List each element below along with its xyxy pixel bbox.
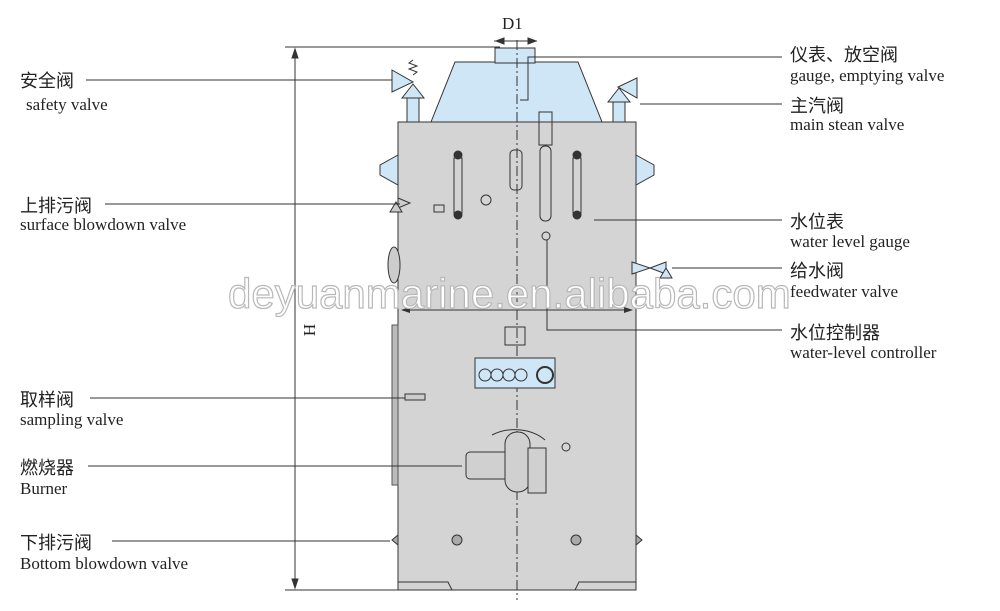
main-steam-valve-en: main stean valve — [790, 115, 905, 134]
handhole — [387, 246, 401, 284]
h-label: H — [300, 323, 320, 337]
d1-label: D1 — [502, 14, 523, 33]
water-level-controller-cn: 水位控制器 — [790, 323, 880, 344]
burner-icon — [465, 429, 571, 494]
sampling-valve-en: sampling valve — [20, 410, 124, 429]
flue-outlet — [494, 47, 536, 64]
main-steam-valve-cn: 主汽阀 — [790, 96, 844, 117]
gauge-valve-cn: 仪表、放空阀 — [790, 45, 898, 66]
water-level-gauge-en: water level gauge — [790, 232, 910, 251]
water-level-gauge-icon — [433, 111, 582, 241]
bottom-blowdown-en: Bottom blowdown valve — [20, 554, 189, 573]
sampling-valve-icon — [404, 393, 426, 401]
right-lug — [635, 154, 655, 186]
burner-cn: 燃烧器 — [20, 458, 74, 479]
safety-valve-en: safety valve — [26, 95, 108, 114]
water-level-controller-en: water-level controller — [790, 343, 937, 362]
feedwater-valve-icon — [631, 261, 673, 279]
safety-valve-cn: 安全阀 — [20, 71, 74, 92]
feedwater-valve-en: feedwater valve — [790, 282, 899, 301]
gauge-valve-en: gauge, emptying valve — [790, 66, 945, 85]
leader-lines — [86, 56, 782, 542]
surface-blowdown-cn: 上排污阀 — [20, 196, 92, 217]
safety-valve-icon — [391, 59, 426, 123]
bottom-blowdown-valve-icon — [391, 533, 643, 547]
feedwater-valve-cn: 给水阀 — [790, 261, 844, 282]
left-lug — [379, 154, 399, 186]
burner-en: Burner — [20, 479, 68, 498]
sampling-valve-cn: 取样阀 — [20, 390, 74, 411]
surface-blowdown-valve-icon — [389, 197, 412, 213]
water-level-gauge-cn: 水位表 — [790, 212, 844, 233]
surface-blowdown-en: surface blowdown valve — [20, 215, 187, 234]
bottom-blowdown-cn: 下排污阀 — [20, 533, 92, 554]
main-steam-valve-icon — [606, 77, 638, 123]
watermark: deyuanmarine.en.alibaba.com — [227, 269, 791, 317]
side-grille — [391, 324, 399, 486]
